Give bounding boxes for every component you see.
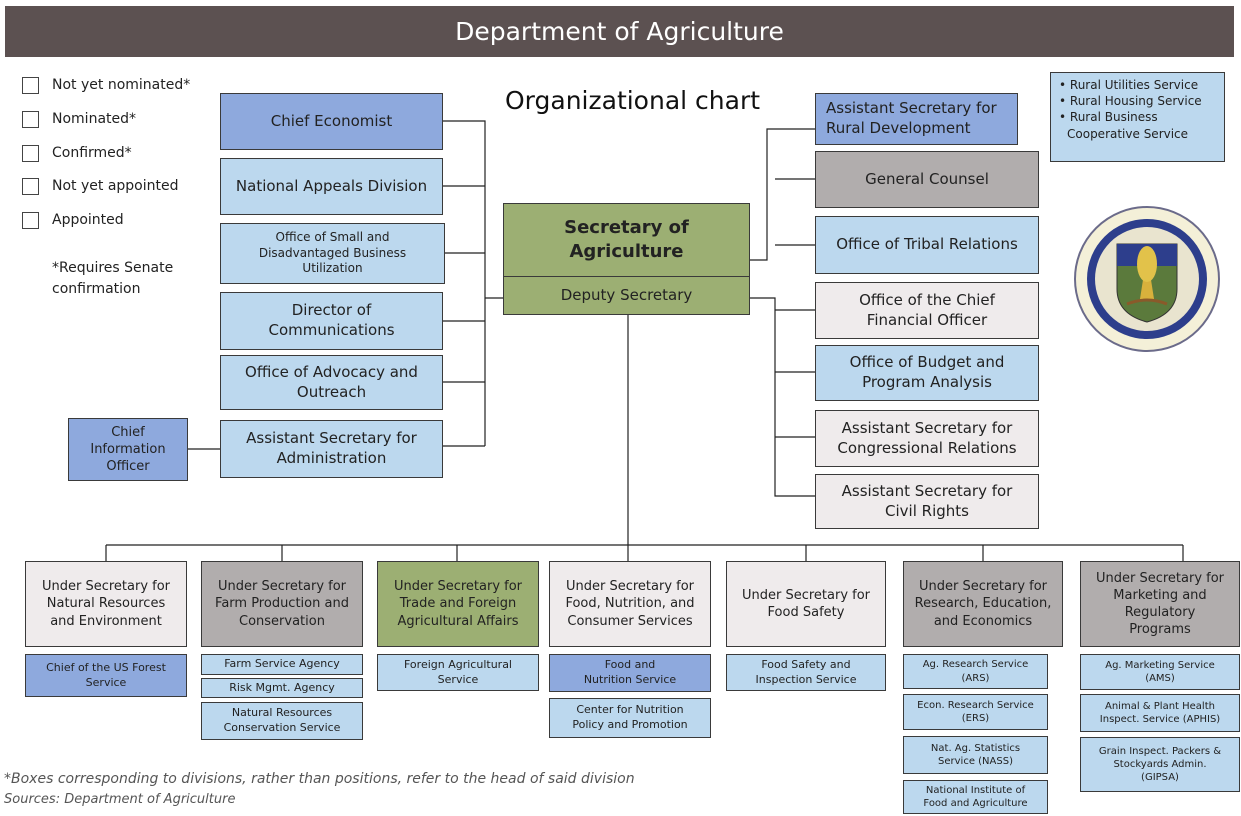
page-header: Department of Agriculture: [5, 6, 1234, 57]
deputy-secretary-box: Deputy Secretary: [503, 276, 750, 315]
under-secretary-box: Under Secretary for Food Safety: [726, 561, 886, 647]
header-title: Department of Agriculture: [455, 17, 784, 46]
agency-box: Ag. Research Service (ARS): [903, 654, 1048, 689]
legend-label-not-yet-appointed: Not yet appointed: [52, 178, 179, 194]
agency-box: National Institute of Food and Agricultu…: [903, 780, 1048, 814]
agency-box: Chief of the US Forest Service: [25, 654, 187, 697]
legend-label-confirmed: Confirmed*: [52, 145, 132, 161]
rural-service-item: • Rural Business Cooperative Service: [1059, 110, 1189, 141]
legend-swatch-not-yet-appointed: [22, 178, 39, 195]
legend-swatch-confirmed: [22, 145, 39, 162]
agency-box: Center for Nutrition Policy and Promotio…: [549, 698, 711, 738]
under-secretary-box: Under Secretary for Marketing and Regula…: [1080, 561, 1240, 647]
rural-service-item: • Rural Utilities Service: [1059, 78, 1199, 92]
agency-box: Animal & Plant Health Inspect. Service (…: [1080, 694, 1240, 732]
under-secretary-box: Under Secretary for Research, Education,…: [903, 561, 1063, 647]
civil-rights-box: Assistant Secretary for Civil Rights: [815, 474, 1039, 529]
chief-economist-box: Chief Economist: [220, 93, 443, 150]
legend-label-appointed: Appointed: [52, 212, 124, 228]
general-counsel-box: General Counsel: [815, 151, 1039, 208]
secretary-box: Secretary of Agriculture: [503, 203, 750, 277]
agency-box: Food and Nutrition Service: [549, 654, 711, 692]
legend-swatch-appointed: [22, 212, 39, 229]
usda-seal-icon: [1074, 206, 1220, 352]
agency-box: Farm Service Agency: [201, 654, 363, 675]
cio-box: Chief Information Officer: [68, 418, 188, 481]
legend-swatch-not-yet-nominated: [22, 77, 39, 94]
legend-label-not-yet-nominated: Not yet nominated*: [52, 77, 191, 93]
small-business-box: Office of Small and Disadvantaged Busine…: [220, 223, 445, 284]
under-secretary-box: Under Secretary for Natural Resources an…: [25, 561, 187, 647]
under-secretary-box: Under Secretary for Trade and Foreign Ag…: [377, 561, 539, 647]
agency-box: Foreign Agricultural Service: [377, 654, 539, 691]
legend-swatch-nominated: [22, 111, 39, 128]
agency-box: Grain Inspect. Packers & Stockyards Admi…: [1080, 737, 1240, 792]
cfo-box: Office of the Chief Financial Officer: [815, 282, 1039, 339]
footer-note: *Boxes corresponding to divisions, rathe…: [4, 771, 635, 787]
footer-sources: Sources: Department of Agriculture: [4, 792, 236, 807]
chart-title: Organizational chart: [505, 86, 761, 115]
under-secretary-box: Under Secretary for Farm Production and …: [201, 561, 363, 647]
national-appeals-box: National Appeals Division: [220, 158, 443, 215]
agency-box: Econ. Research Service (ERS): [903, 694, 1048, 730]
rural-services-list: • Rural Utilities Service • Rural Housin…: [1050, 72, 1225, 162]
agency-box: Food Safety and Inspection Service: [726, 654, 886, 691]
legend-note: *Requires Senate confirmation: [52, 260, 174, 297]
advocacy-box: Office of Advocacy and Outreach: [220, 355, 443, 410]
rural-development-box: Assistant Secretary for Rural Developmen…: [815, 93, 1018, 145]
legend-label-nominated: Nominated*: [52, 111, 137, 127]
congressional-box: Assistant Secretary for Congressional Re…: [815, 410, 1039, 467]
tribal-relations-box: Office of Tribal Relations: [815, 216, 1039, 274]
communications-box: Director of Communications: [220, 292, 443, 350]
agency-box: Natural Resources Conservation Service: [201, 702, 363, 740]
agency-box: Ag. Marketing Service (AMS): [1080, 654, 1240, 690]
agency-box: Risk Mgmt. Agency: [201, 678, 363, 698]
budget-box: Office of Budget and Program Analysis: [815, 345, 1039, 401]
admin-box: Assistant Secretary for Administration: [220, 420, 443, 478]
agency-box: Nat. Ag. Statistics Service (NASS): [903, 736, 1048, 774]
rural-service-item: • Rural Housing Service: [1059, 94, 1202, 109]
under-secretary-box: Under Secretary for Food, Nutrition, and…: [549, 561, 711, 647]
